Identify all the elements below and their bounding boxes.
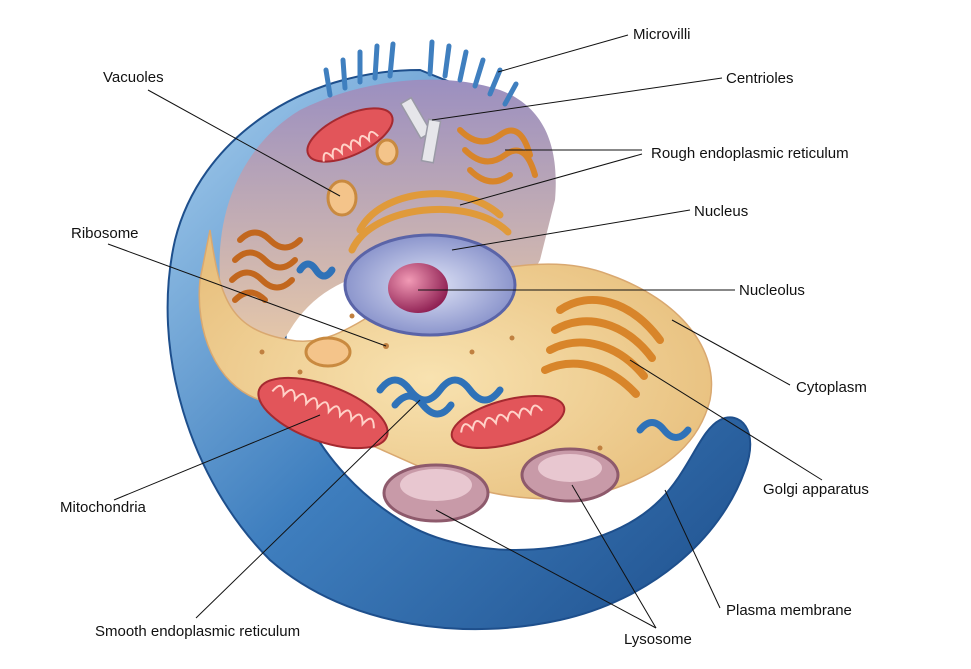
rough-er-left [229,229,303,303]
label-centrioles: Centrioles [726,70,794,87]
golgi-shape [541,296,664,398]
vacuole-lower [304,336,352,368]
label-mitochondria: Mitochondria [60,499,147,516]
centrioles-shape [399,96,442,164]
mitochondrion-top [306,107,394,163]
mitochondrion-right [450,394,566,450]
label-nucleus: Nucleus [694,203,748,220]
mitochondrion-left [257,376,389,450]
label-plasma-membrane: Plasma membrane [726,602,852,619]
label-smooth-er: Smooth endoplasmic reticulum [95,623,300,640]
label-nucleolus: Nucleolus [739,282,805,299]
label-microvilli: Microvilli [633,26,691,43]
label-golgi: Golgi apparatus [763,481,869,498]
label-rough-er: Rough endoplasmic reticulum [651,145,849,162]
nucleolus-shape [388,263,448,313]
vacuole-shape-small [375,138,399,166]
smooth-er-shape [296,260,692,441]
label-cytoplasm: Cytoplasm [796,379,867,396]
lysosome-right [520,447,620,503]
rough-er-top [457,127,538,185]
label-vacuoles: Vacuoles [103,69,164,86]
lysosome-left [382,463,490,523]
ribosome-dots [259,313,603,451]
label-lysosome: Lysosome [624,631,692,648]
nucleus-rough-er [348,190,512,254]
vacuole-shape [326,179,358,217]
microvilli-shape [323,39,519,107]
leader-lines [107,34,823,629]
label-ribosome: Ribosome [71,225,139,242]
